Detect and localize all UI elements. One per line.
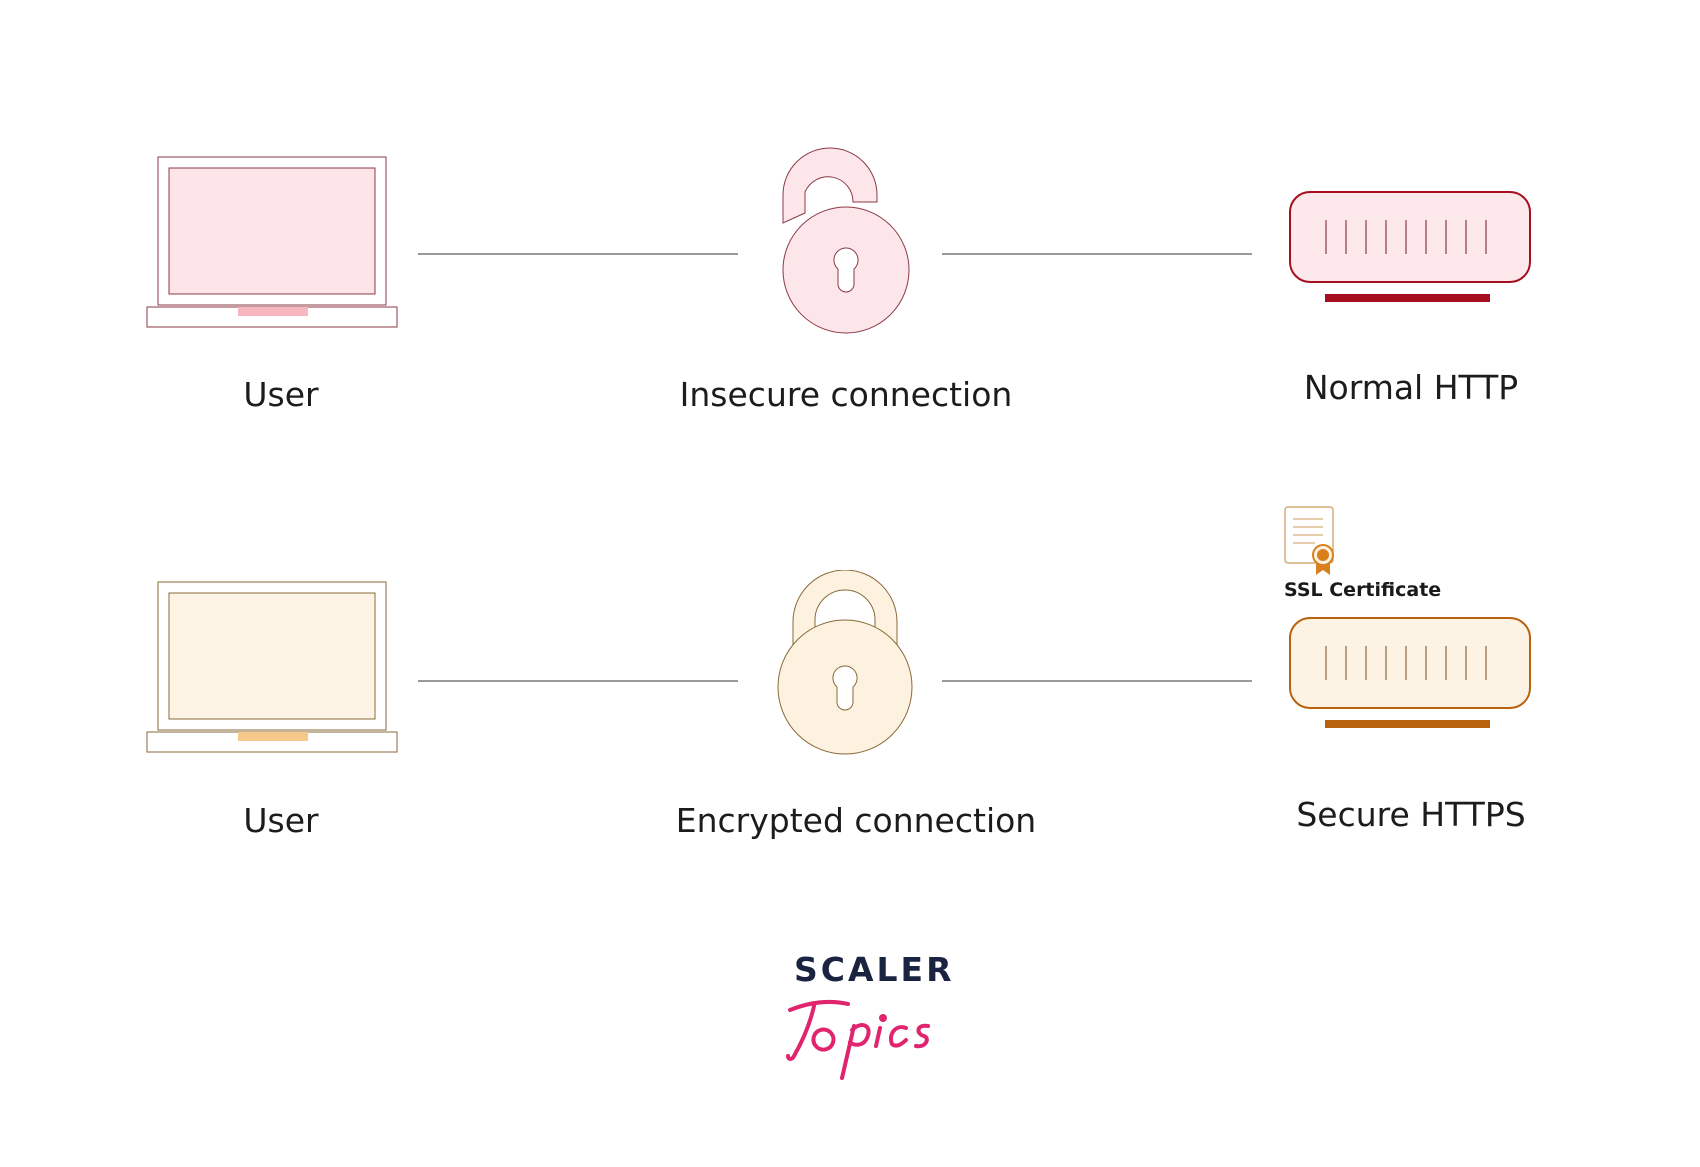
logo-topics-script <box>786 1000 930 1080</box>
connector-line <box>942 680 1252 682</box>
unlocked-padlock-icon <box>782 147 910 334</box>
locked-padlock-icon <box>777 570 913 755</box>
server-label: Secure HTTPS <box>1296 795 1526 834</box>
connector-line <box>418 680 738 682</box>
ssl-certificate-label: SSL Certificate <box>1284 579 1442 601</box>
connection-label: Insecure connection <box>679 375 1013 414</box>
user-label: User <box>243 801 319 840</box>
connector-line <box>942 253 1252 255</box>
server-icon <box>1289 191 1531 302</box>
connector-line <box>418 253 738 255</box>
connection-label: Encrypted connection <box>675 801 1037 840</box>
scaler-topics-logo: SCALER <box>770 950 952 1080</box>
logo-scaler-text: SCALER <box>794 950 955 989</box>
laptop-icon <box>146 581 398 753</box>
laptop-icon <box>146 156 398 328</box>
user-label: User <box>243 375 319 414</box>
certificate-icon <box>1284 506 1334 575</box>
server-icon <box>1289 617 1531 728</box>
server-label: Normal HTTP <box>1303 368 1519 407</box>
